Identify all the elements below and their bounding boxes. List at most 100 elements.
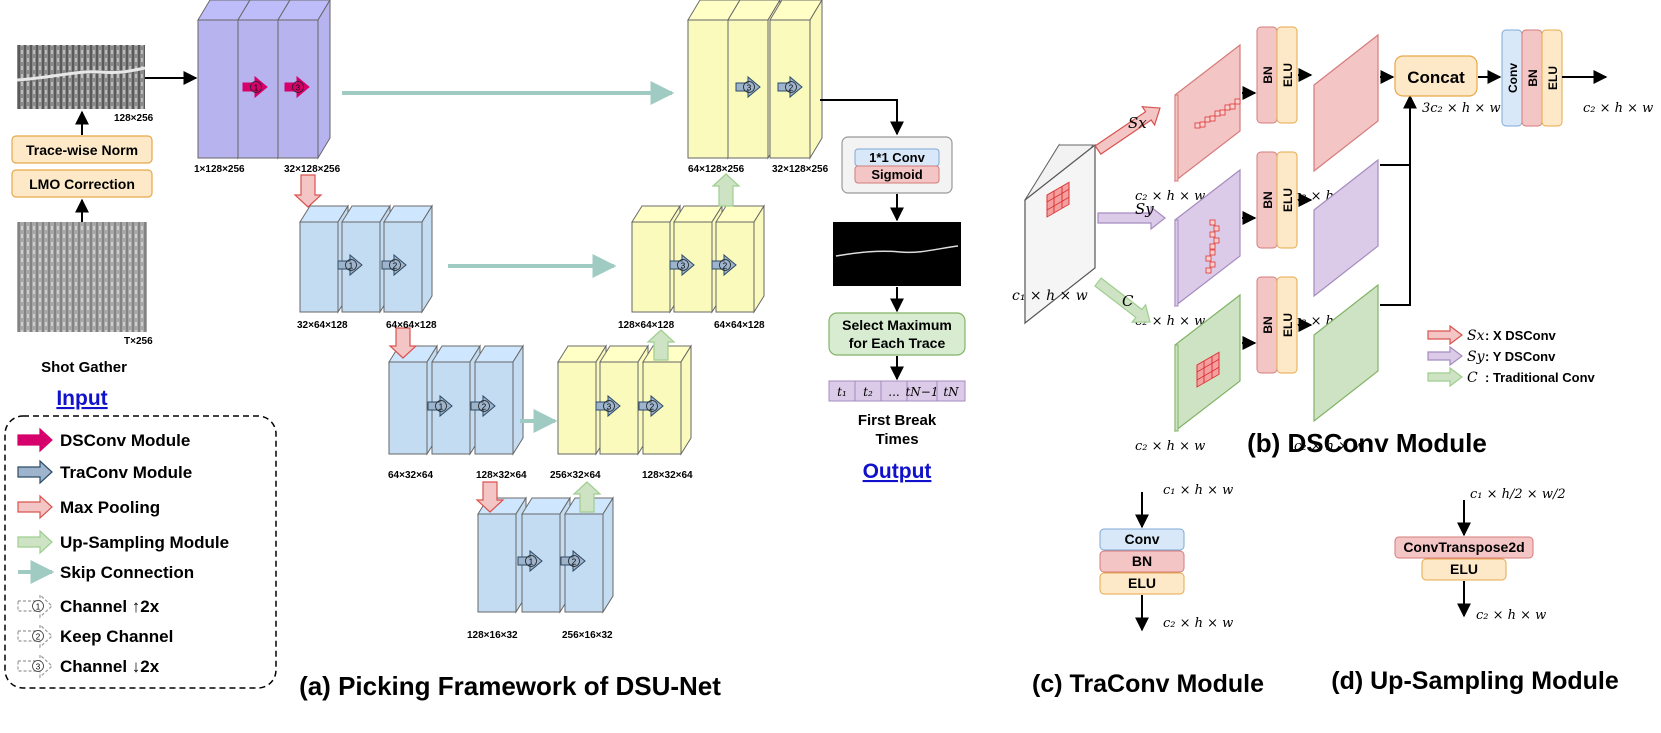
enc4-op-arrow-2-ring — [568, 555, 580, 567]
legend-item-2-symbol — [17, 459, 53, 485]
legend-item-6-num: 1 — [36, 603, 41, 612]
dsconv-legend-item-2: Sy: Y DSConv — [1427, 345, 1556, 367]
dsconv-branch-1-elu-label: ELU — [1281, 63, 1295, 87]
dsconv-legend-item-3-symbol — [1427, 366, 1463, 388]
output-link[interactable]: Output — [863, 460, 932, 483]
unet-dim-label-10: 128×32×64 — [642, 470, 693, 481]
enc3-op-arrow-2-num: 2 — [482, 403, 487, 412]
dec3-block-3-side — [680, 344, 692, 456]
legend-item-3-label: Max Pooling — [60, 498, 160, 517]
enc1-op-arrow-1-ring — [250, 81, 262, 93]
enc1-block-3-side — [317, 0, 331, 160]
dec1-op-arrow-2-ring — [785, 81, 797, 93]
dsconv-branch-2-kernel-cell-6 — [1205, 255, 1212, 262]
enc3-block-3-side — [512, 344, 524, 456]
input-section: 128×256 Trace-wise Norm LMO Correction T… — [11, 45, 198, 410]
legend-item-5: Skip Connection — [18, 560, 194, 584]
dec2-block-3 — [715, 204, 765, 314]
enc4-block-3 — [564, 496, 614, 614]
dsconv-legend-item-3-label: : Traditional Conv — [1485, 370, 1596, 385]
dec1-op-arrow-2: 2 — [777, 75, 803, 99]
concat-dim: 3c₂ × h × w — [1422, 101, 1501, 116]
dsconv-legend-item-1: Sx: X DSConv — [1427, 324, 1557, 346]
trace-norm-label: Trace-wise Norm — [26, 142, 138, 158]
enc2-block-2 — [341, 204, 391, 314]
unet-dim-label-4: 64×64×128 — [386, 320, 437, 331]
dec2-op-arrow-2-ring — [719, 259, 731, 271]
unet-dim-label-5: 64×32×64 — [388, 470, 433, 481]
dsconv-legend-item-3-symbol-label: C — [1467, 370, 1478, 386]
dsconv-branch-2-feature-edge — [1174, 219, 1179, 307]
dsconv-branch-1-kernel-cell-1 — [1199, 121, 1206, 128]
dsconv-branch-2-op-label: Sy — [1135, 200, 1154, 218]
dec2-block-3-side — [753, 204, 765, 314]
dsconv-branch-1-out-feature-map — [1313, 33, 1379, 173]
input-link[interactable]: Input — [56, 387, 107, 410]
legend-item-8: 3 Channel ↓2x — [17, 653, 160, 679]
enc3-op-arrow-2-ring — [478, 400, 490, 412]
first-break-line2: Times — [875, 431, 918, 448]
time-cell-5 — [936, 380, 966, 402]
convtranspose-box — [1394, 536, 1534, 559]
legend-item-2: TraConv Module — [17, 459, 192, 485]
legend-item-8-label: Channel ↓2x — [60, 657, 160, 676]
dsconv-branch-1-dim: c₂ × h × w — [1135, 189, 1205, 204]
dsconv-branch-3-arrow — [1094, 277, 1151, 323]
dsconv-branch-2-kernel-cell-1 — [1213, 225, 1220, 232]
enc4-op-arrow-1-num: 1 — [529, 558, 534, 567]
dsconv-legend-item-3: C : Traditional Conv — [1427, 366, 1596, 388]
dec3-op-arrow-1-shape — [595, 394, 621, 418]
traconv-caption: (c) TraConv Module — [1032, 670, 1264, 698]
enc3-block-1-face — [388, 361, 428, 455]
dsconv-branch-1-feature-map — [1174, 43, 1241, 183]
upsample-arrow-1 — [572, 481, 602, 513]
legend-item-4-symbol — [17, 529, 53, 555]
upsample-arrow-2 — [646, 329, 676, 361]
dsconv-out-dim: c₂ × h × w — [1583, 101, 1653, 116]
enc2-op-arrow-1-shape — [337, 253, 363, 277]
upsampling-in-dim: c₁ × h/2 × w/2 — [1470, 487, 1566, 502]
legend-item-5-label: Skip Connection — [60, 563, 194, 582]
traconv-in-dim: c₁ × h × w — [1163, 483, 1233, 498]
enc2-block-1 — [299, 204, 349, 314]
traconv-bn-box — [1099, 550, 1185, 573]
dsconv-legend-item-2-symbol — [1427, 345, 1463, 367]
legend-item-8-num: 3 — [36, 663, 41, 672]
enc4-block-1 — [477, 496, 527, 614]
dsconv-branch-1-arrow — [1094, 106, 1161, 155]
dec1-op-arrow-2-shape — [777, 75, 803, 99]
dsconv-branch-1-kernel-cell-3 — [1209, 115, 1216, 122]
legend-item-7-ring — [32, 630, 44, 642]
dec2-block-1-face — [631, 221, 671, 313]
enc1-op-arrow-1: 1 — [242, 75, 268, 99]
enc4-op-arrow-1: 1 — [517, 549, 543, 573]
dsconv-branch-2-out-feature-map — [1313, 158, 1379, 298]
dsconv-branch-3-elu-label: ELU — [1281, 313, 1295, 337]
upsampling-module: c₁ × h/2 × w/2 ConvTranspose2d ELU c₂ × … — [1331, 487, 1619, 695]
final-bn-label: BN — [1526, 69, 1540, 86]
traconv-conv-label: Conv — [1125, 531, 1160, 547]
dsconv-legend-item-2-label: : Y DSConv — [1485, 349, 1556, 364]
dec1-op-arrow-1-shape — [735, 75, 761, 99]
dec1-op-arrow-1-num: 3 — [747, 84, 752, 93]
dsconv-branch-3-grid-kernel-icon — [1196, 351, 1220, 388]
first-break-curve — [16, 66, 146, 82]
upsample-arrow-3 — [711, 173, 741, 207]
enc1-op-arrow-2: 3 — [284, 75, 310, 99]
legend-item-1-symbol — [17, 427, 53, 453]
maxpool-arrow-2 — [388, 327, 418, 359]
legend-item-8-ring — [32, 660, 44, 672]
enc3-op-arrow-2-shape — [470, 394, 496, 418]
dsconv-branch-2-kernel-cell-3 — [1213, 237, 1220, 244]
upsampling-elu-box — [1421, 558, 1507, 581]
legend-item-6-label: Channel ↑2x — [60, 597, 160, 616]
enc1-op-arrow-2-shape — [284, 75, 310, 99]
branch3-to-concat-line — [1380, 94, 1417, 306]
dsconv-branch-2-kernel-cell-4 — [1209, 243, 1216, 250]
enc3-op-arrow-1-ring — [435, 400, 447, 412]
unet-dim-label-9: 256×32×64 — [550, 470, 601, 481]
enc1-op-arrow-2-num: 3 — [296, 84, 301, 93]
unet-dim-label-1: 1×128×256 — [194, 164, 245, 175]
